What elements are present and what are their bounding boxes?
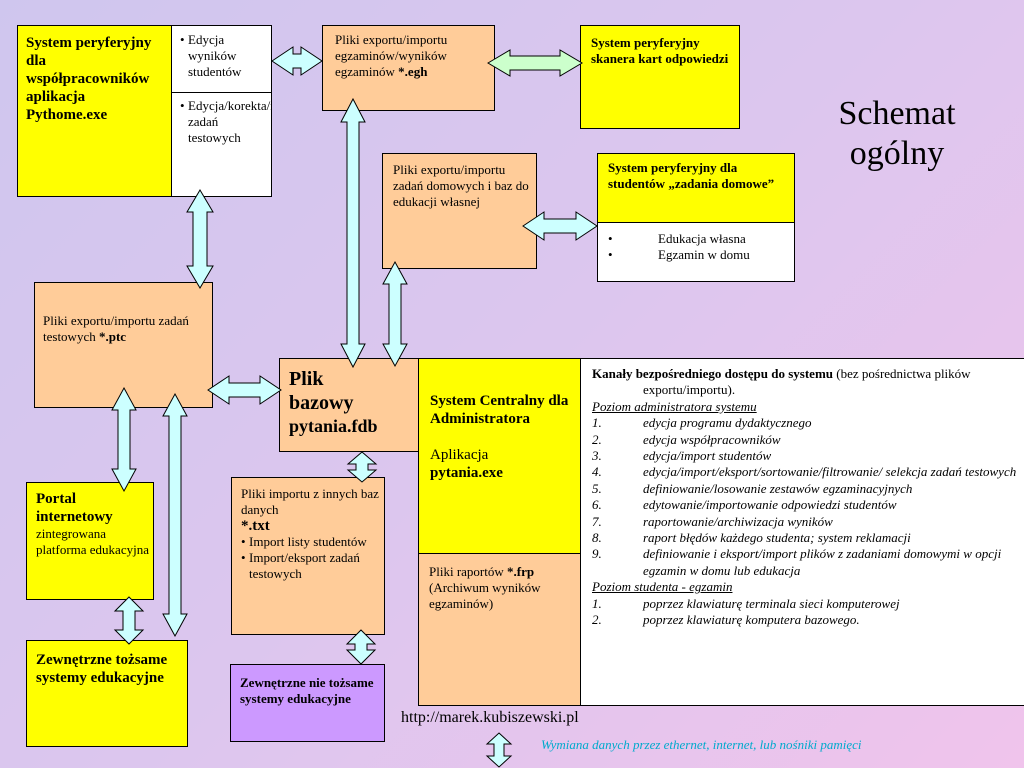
base-file-line2: bazowy <box>289 392 354 414</box>
staff-item-box-2: Edycja/korekta/recenzja zadań testowych <box>171 92 272 197</box>
student-item-2: •Egzamin w domu <box>608 247 750 262</box>
central-app-label: Aplikacja <box>430 447 489 463</box>
arrow-staff-test-export <box>186 189 214 289</box>
arrow-base-import-other <box>346 451 378 483</box>
import-other-list: Import listy studentów Import/eksport za… <box>241 534 380 582</box>
staff-item-1: Edycja wyników studentów <box>180 32 268 80</box>
student-level-item-1: 1.poprzez klawiaturę terminala sieci kom… <box>592 595 900 611</box>
student-level-item-2: 2.poprzez klawiaturę komputera bazowego. <box>592 612 860 628</box>
arrow-exam-export-scanner <box>487 49 583 77</box>
arrow-homework-base <box>382 260 408 368</box>
peripheral-staff-title: System peryferyjny dla współpracowników … <box>26 35 152 123</box>
channels-heading: Kanały bezpośredniego dostępu do systemu… <box>592 366 971 398</box>
base-file-line1: Plik <box>289 368 324 390</box>
student-items-box: •Edukacja własna •Egzamin w domu <box>597 222 795 282</box>
exam-export-ext: *.egh <box>398 64 428 79</box>
central-app-name: pytania.exe <box>430 465 503 481</box>
admin-item-4: 4.edycja/import/eksport/sortowanie/filtr… <box>592 464 1017 480</box>
arrow-base-external-identical <box>162 392 188 638</box>
staff-item-box-1: Edycja wyników studentów <box>171 25 272 93</box>
import-other-item-2: Import/eksport zadań testowych <box>241 550 380 582</box>
exam-export-box: Pliki exportu/importu egzaminów/wyników … <box>322 25 495 111</box>
diagram-title: Schemat ogólny <box>838 95 956 172</box>
admin-item-2: 2.edycja współpracowników <box>592 431 781 447</box>
staff-item-2: Edycja/korekta/recenzja zadań testowych <box>180 98 271 146</box>
external-identical-box: Zewnętrzne tożsame systemy edukacyjne <box>26 640 188 747</box>
portal-subtitle: zintegrowana platforma edukacyjna <box>36 526 149 557</box>
arrow-test-export-base <box>207 375 282 405</box>
base-file-line3: pytania.fdb <box>289 416 378 436</box>
admin-item-9: 9.definiowanie i eksport/import plików z… <box>592 546 1002 578</box>
exam-export-text: Pliki exportu/importu egzaminów/wyników … <box>335 32 448 79</box>
external-nonidentical-box: Zewnętrzne nie tożsame systemy edukacyjn… <box>230 664 385 742</box>
student-level-heading: Poziom studenta - egzamin <box>592 579 733 595</box>
legend-text: Wymiana danych przez ethernet, internet,… <box>541 737 862 752</box>
central-title: System Centralny dla Administratora <box>430 393 569 427</box>
channels-box: Kanały bezpośredniego dostępu do systemu… <box>580 358 1024 706</box>
test-export-box: Pliki exportu/importu zadań testowych *.… <box>34 282 213 408</box>
portal-title: Portal internetowy <box>36 491 113 525</box>
student-system-box: System peryferyjny dla studentów „zadani… <box>597 153 795 223</box>
admin-item-3: 3.edycja/import studentów <box>592 448 772 464</box>
student-system-title: System peryferyjny dla studentów „zadani… <box>608 160 775 191</box>
portal-box: Portal internetowy zintegrowana platform… <box>26 482 154 600</box>
arrow-staff-exam-export <box>271 46 323 76</box>
external-identical-text: Zewnętrzne tożsame systemy edukacyjne <box>36 652 168 686</box>
import-other-item-1: Import listy studentów <box>241 534 380 550</box>
arrow-portal-external-identical <box>113 596 145 645</box>
reports-ext: *.frp <box>507 564 535 579</box>
reports-text: Pliki raportów <box>429 564 507 579</box>
test-export-ext: *.ptc <box>98 329 127 344</box>
import-other-text: Pliki importu z innych baz danych <box>241 486 379 517</box>
admin-item-1: 1.edycja programu dydaktycznego <box>592 415 812 431</box>
admin-item-5: 5.definiowanie/losowanie zestawów egzami… <box>592 480 913 496</box>
student-item-1: •Edukacja własna <box>608 231 746 246</box>
admin-list: 1.edycja programu dydaktycznego 2.edycja… <box>592 415 1020 579</box>
reports-box: Pliki raportów *.frp (Archiwum wyników e… <box>418 553 581 706</box>
arrow-exam-export-base <box>340 97 366 369</box>
homework-export-box: Pliki exportu/importu zadań domowych i b… <box>382 153 537 269</box>
arrow-test-export-portal <box>111 386 137 493</box>
arrow-homework-student <box>522 211 598 241</box>
admin-item-6: 6.edytowanie/importowanie odpowiedzi stu… <box>592 497 897 513</box>
external-nonidentical-text: Zewnętrzne nie tożsame systemy edukacyjn… <box>240 675 374 706</box>
scanner-title: System peryferyjny skanera kart odpowied… <box>591 35 729 66</box>
admin-item-8: 8.raport błędów każdego studenta; system… <box>592 530 911 546</box>
peripheral-staff-system-box: System peryferyjny dla współpracowników … <box>17 25 172 197</box>
arrow-import-external-nonidentical <box>345 629 377 665</box>
website-url[interactable]: http://marek.kubiszewski.pl <box>401 709 579 726</box>
reports-archive: (Archiwum wyników egzaminów) <box>429 580 541 611</box>
import-other-box: Pliki importu z innych baz danych *.txt … <box>231 477 385 635</box>
scanner-system-box: System peryferyjny skanera kart odpowied… <box>580 25 740 129</box>
import-other-ext: *.txt <box>241 518 270 534</box>
admin-item-7: 7.raportowanie/archiwizacja wyników <box>592 513 833 529</box>
central-system-box: System Centralny dla Administratora Apli… <box>418 358 581 554</box>
student-list: 1.poprzez klawiaturę terminala sieci kom… <box>592 596 1020 629</box>
homework-export-text: Pliki exportu/importu zadań domowych i b… <box>393 162 529 209</box>
test-export-text: Pliki exportu/importu zadań testowych <box>43 313 189 344</box>
admin-level-heading: Poziom administratora systemu <box>592 398 757 414</box>
legend-arrow-icon <box>485 732 513 768</box>
